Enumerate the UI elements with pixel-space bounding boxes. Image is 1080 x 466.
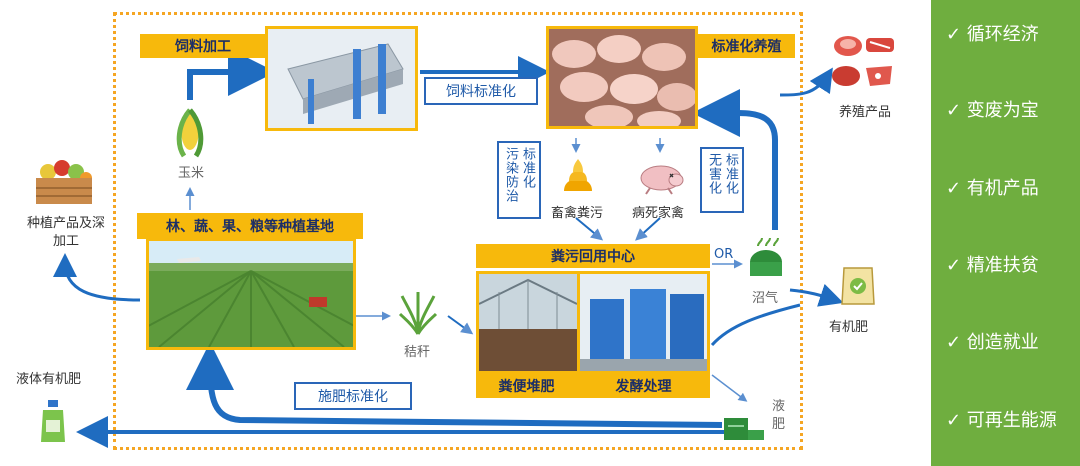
pollution-standard-text-b: 标准化	[520, 147, 535, 189]
feed-processing-photo	[265, 26, 418, 131]
field-image	[149, 241, 353, 347]
compost-photo	[476, 271, 577, 374]
arrow-fermentation-curve	[710, 303, 801, 347]
pollution-standard-box: 污染防治 标准化	[497, 141, 541, 219]
benefit-item-organic-products: ✓ 有机产品	[946, 178, 1039, 199]
system-boundary	[113, 12, 803, 450]
arrow-manure-to-center	[575, 217, 604, 241]
fermentation-label: 发酵处理	[577, 374, 710, 398]
breeding-photo	[546, 26, 698, 129]
harmless-standard-text-b: 标准化	[723, 153, 738, 195]
produce-crate-icon	[36, 160, 92, 204]
standard-breeding-label: 标准化养殖	[698, 34, 795, 58]
arrow-corn-to-feed	[187, 48, 276, 100]
manure-icon	[564, 159, 592, 191]
corn-icon	[176, 108, 204, 158]
harmless-standard-box: 无害化 标准化	[700, 147, 744, 213]
fertilizer-standard-box: 施肥标准化	[294, 382, 412, 410]
dead-pig-icon	[640, 165, 684, 195]
planting-products-label: 种植产品及深加工	[26, 216, 105, 249]
tanks-image	[580, 274, 707, 371]
manure-center-label: 粪污回用中心	[476, 244, 710, 268]
arrow-biogas-to-breeding	[692, 89, 778, 230]
greenhouse-image	[479, 274, 577, 371]
arrow-biogas-to-organic	[789, 283, 844, 307]
meat-products-icon	[832, 36, 894, 86]
corn-label: 玉米	[178, 166, 205, 181]
arrow-fermentation-to-liquid	[711, 374, 748, 402]
breeding-products-label: 养殖产品	[839, 105, 892, 120]
arrow-liquid-to-base	[186, 342, 723, 428]
arrow-base-to-planting-products	[53, 253, 141, 302]
harmless-standard-text-a: 无害化	[706, 153, 721, 195]
manure-compost-label: 粪便堆肥	[476, 374, 577, 398]
dead-poultry-label: 病死家禽	[632, 206, 685, 221]
benefit-item-waste-to-treasure: ✓ 变废为宝	[946, 100, 1039, 121]
planting-base-label: 林、蔬、果、粮等种植基地	[137, 213, 363, 239]
feed-machine-image	[268, 29, 415, 128]
organic-fertilizer-label: 有机肥	[829, 320, 869, 335]
benefit-item-renewable-energy: ✓ 可再生能源	[946, 410, 1057, 431]
fertilizer-bottle-icon	[41, 400, 65, 442]
arrow-breeding-to-products	[779, 67, 833, 97]
feed-processing-label: 饲料加工	[140, 34, 266, 58]
biogas-tank-icon	[750, 237, 782, 276]
feed-standard-box: 饲料标准化	[424, 77, 538, 105]
straw-icon	[398, 292, 438, 335]
fermentation-photo	[577, 271, 710, 374]
arrow-straw-to-compost	[447, 315, 474, 335]
benefit-item-employment: ✓ 创造就业	[946, 332, 1039, 353]
or-label: OR	[714, 247, 734, 262]
liquid-organic-fertilizer-label: 液体有机肥	[16, 372, 82, 387]
organic-fertilizer-bag-icon	[841, 267, 875, 305]
benefits-sidebar: ✓ 循环经济 ✓ 变废为宝 ✓ 有机产品 ✓ 精准扶贫 ✓ 创造就业 ✓ 可再生…	[931, 0, 1080, 466]
arrow-dead-to-center	[635, 217, 661, 241]
biogas-label: 沼气	[752, 291, 779, 306]
pigs-image	[549, 29, 695, 126]
liquid-fertilizer-tank-icon	[724, 418, 764, 440]
livestock-manure-label: 畜禽粪污	[551, 206, 604, 221]
benefit-item-circular-economy: ✓ 循环经济	[946, 24, 1039, 45]
liquid-fertilizer-label: 液肥	[772, 399, 786, 432]
benefit-item-poverty-alleviation: ✓ 精准扶贫	[946, 255, 1039, 276]
straw-label: 秸秆	[404, 345, 431, 360]
planting-base-photo	[146, 238, 356, 350]
pollution-standard-text-a: 污染防治	[503, 147, 518, 203]
